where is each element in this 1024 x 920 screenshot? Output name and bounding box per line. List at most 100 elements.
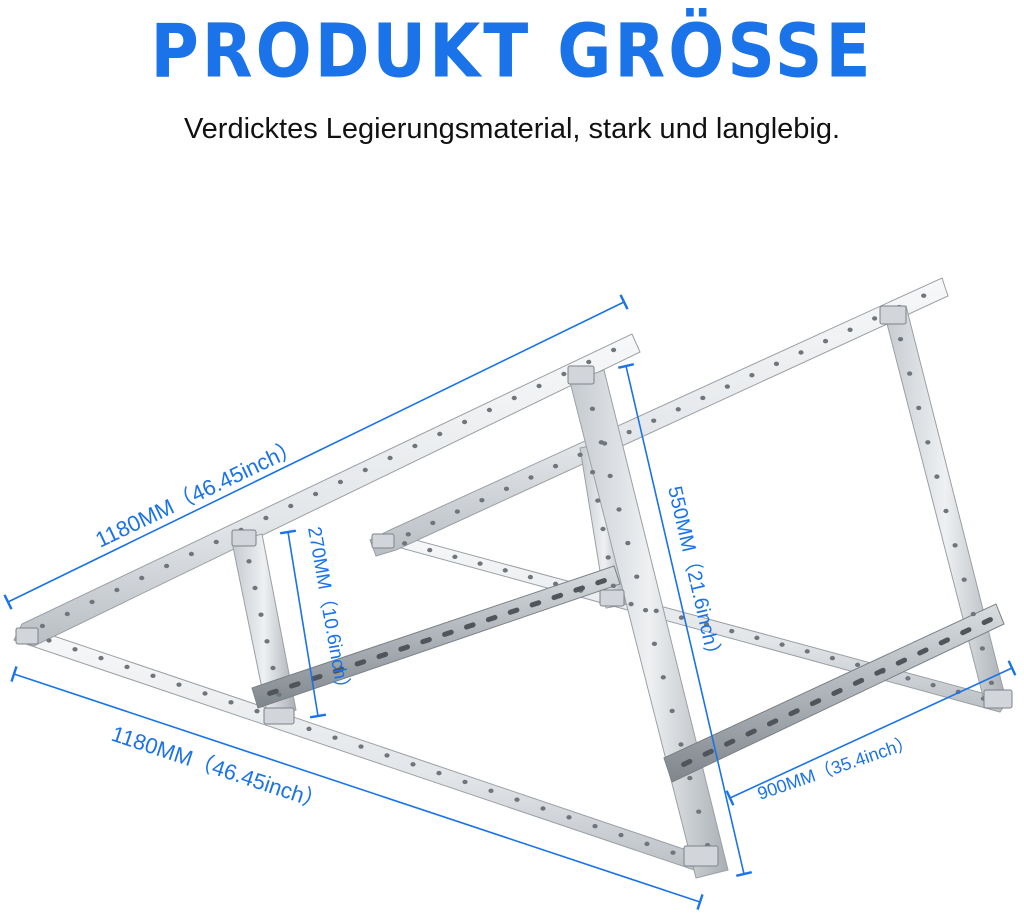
rail-hole bbox=[822, 338, 829, 344]
rail-hole bbox=[618, 832, 624, 838]
rail-hole bbox=[598, 440, 604, 445]
rail-hole bbox=[410, 762, 416, 767]
rail-hole bbox=[332, 735, 338, 740]
rail-hole bbox=[528, 475, 534, 480]
rail-hole bbox=[163, 563, 170, 569]
rail-hole bbox=[724, 384, 730, 389]
rail-hole bbox=[384, 753, 390, 758]
width-dimension-label: 900MM（35.4inch） bbox=[755, 731, 917, 803]
rail-hole bbox=[202, 691, 208, 696]
rail-hole bbox=[270, 665, 276, 671]
rail-hole bbox=[644, 841, 650, 847]
brace-slot bbox=[442, 629, 454, 637]
rail-hole bbox=[511, 395, 517, 401]
rail-hole bbox=[651, 418, 657, 423]
rail-hole bbox=[907, 371, 913, 376]
rail-hole bbox=[139, 575, 145, 581]
rail-hole bbox=[847, 327, 853, 332]
rail-hole bbox=[610, 347, 617, 353]
rail-hole bbox=[264, 639, 270, 644]
top-rail-dimension-label: 1180MM（46.45inch） bbox=[91, 434, 303, 553]
rail-hole bbox=[312, 491, 319, 497]
rail-hole bbox=[258, 612, 264, 617]
rail-hole bbox=[124, 664, 130, 670]
bottom-rail-dimension-line bbox=[10, 666, 704, 910]
rail-hole bbox=[536, 383, 542, 389]
brace-slot bbox=[398, 644, 411, 652]
rail-hole bbox=[670, 850, 676, 855]
rail-hole bbox=[337, 479, 344, 485]
rail-hole bbox=[427, 547, 433, 553]
rail-hole bbox=[479, 498, 485, 503]
dimension-lines bbox=[3, 294, 1017, 910]
rail-hole bbox=[486, 407, 493, 413]
rail-hole bbox=[514, 797, 520, 802]
rail-hole bbox=[872, 316, 878, 321]
brace-slot bbox=[354, 659, 367, 667]
rail-hole bbox=[607, 473, 613, 479]
rail-hole bbox=[64, 611, 70, 617]
rail-hole bbox=[228, 700, 234, 705]
rail-hole bbox=[150, 673, 156, 679]
rail-hole bbox=[675, 407, 681, 412]
rail-hole bbox=[605, 555, 611, 560]
rail-hole bbox=[246, 559, 252, 564]
rail-hole bbox=[462, 779, 468, 785]
rail-hole bbox=[540, 806, 546, 811]
rail-hole bbox=[488, 788, 494, 794]
rail-hole bbox=[595, 498, 601, 503]
rail-hole bbox=[590, 470, 596, 475]
rail-hole bbox=[114, 587, 120, 593]
rail-hole bbox=[437, 431, 443, 437]
rail-hole bbox=[552, 581, 559, 587]
rail-hole bbox=[89, 599, 95, 605]
rail-hole bbox=[452, 554, 458, 560]
rail-hole bbox=[213, 539, 219, 545]
rail-hole bbox=[905, 676, 911, 681]
brace-slot bbox=[917, 647, 929, 656]
rail-hole bbox=[943, 508, 949, 514]
rail-hole bbox=[979, 646, 985, 651]
rail-hole bbox=[754, 635, 760, 641]
rail-hole bbox=[798, 350, 804, 355]
rail-hole bbox=[934, 474, 940, 479]
rail-hole bbox=[306, 726, 312, 732]
rail-hole bbox=[39, 623, 46, 629]
rail-hole bbox=[589, 406, 596, 411]
rail-hole bbox=[72, 647, 78, 652]
brace-slot bbox=[960, 627, 972, 636]
rail-hole bbox=[669, 708, 675, 714]
long-leg-dimension-label: 550MM（21.6inch） bbox=[663, 484, 726, 667]
rail-hole bbox=[653, 608, 659, 614]
rail-hole bbox=[970, 611, 976, 617]
rail-hole bbox=[626, 429, 632, 435]
rail-hole bbox=[188, 551, 195, 557]
rail-hole bbox=[254, 708, 260, 714]
page-title: PRODUKT GRÖSSE bbox=[150, 8, 874, 95]
rail-hole bbox=[678, 742, 684, 747]
rail-hole bbox=[625, 540, 631, 546]
rail-hole bbox=[642, 608, 649, 613]
rail-hole bbox=[552, 463, 559, 469]
long-leg-dimension-line bbox=[617, 363, 753, 877]
rail-hole bbox=[930, 682, 936, 688]
rail-hole bbox=[687, 775, 693, 781]
rail-hole bbox=[436, 770, 442, 776]
page-subtitle: Verdicktes Legierungsmaterial, stark und… bbox=[183, 113, 841, 145]
rail-hole bbox=[263, 515, 269, 521]
rail-hole bbox=[176, 682, 182, 687]
rail-hole bbox=[412, 443, 418, 449]
rail-hole bbox=[98, 655, 104, 661]
rail-hole bbox=[430, 520, 436, 526]
rail-hole bbox=[566, 815, 572, 820]
rail-hole bbox=[651, 641, 658, 646]
rail-hole bbox=[773, 361, 780, 367]
rail-hole bbox=[961, 577, 967, 582]
rail-hole bbox=[358, 744, 364, 749]
brace-slot bbox=[485, 614, 498, 623]
rail-hole bbox=[729, 628, 735, 634]
rail-hole bbox=[252, 585, 258, 591]
rail-hole bbox=[660, 675, 666, 680]
rail-hole bbox=[988, 680, 995, 686]
